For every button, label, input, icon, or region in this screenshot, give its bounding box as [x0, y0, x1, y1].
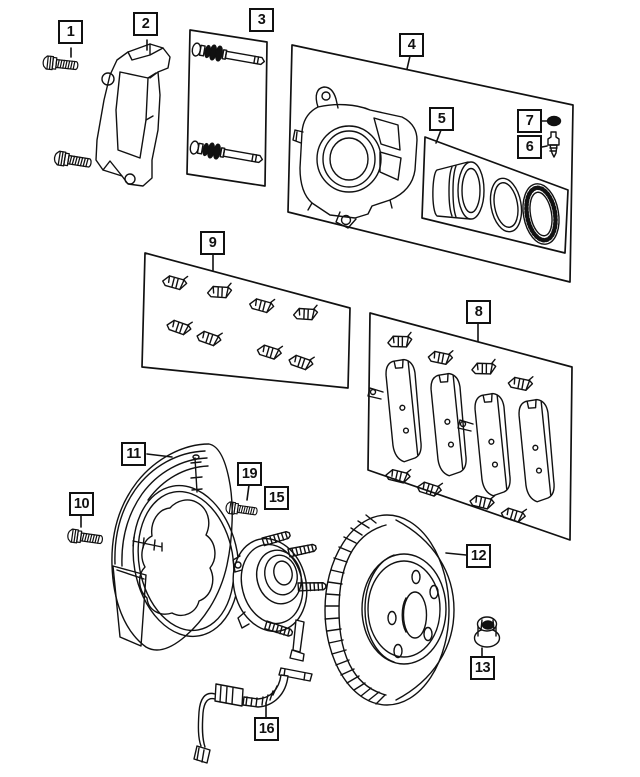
- callout-7[interactable]: 7: [517, 109, 542, 133]
- part-caliper-bolt-lower: [52, 150, 93, 171]
- panel-clip-kit: [141, 252, 351, 389]
- callout-6[interactable]: 6: [517, 135, 542, 159]
- part-hub-nut: [473, 616, 501, 648]
- part-hub-bearing: [232, 528, 327, 638]
- callout-2[interactable]: 2: [133, 12, 158, 36]
- part-abs-harness: [193, 619, 313, 764]
- callout-12[interactable]: 12: [466, 544, 491, 568]
- part-adapter-bracket: [95, 43, 171, 187]
- part-caliper-bolt-upper: [41, 55, 80, 73]
- part-rotor: [324, 514, 455, 706]
- part-shield-bolt: [66, 527, 104, 547]
- part-piston: [432, 161, 485, 220]
- callout-13[interactable]: 13: [470, 656, 495, 680]
- part-piston-boot: [522, 183, 560, 245]
- part-bleeder-cap: [546, 115, 562, 127]
- part-piston-seal: [489, 177, 523, 233]
- callout-1[interactable]: 1: [58, 20, 83, 44]
- callout-8[interactable]: 8: [466, 300, 491, 324]
- callout-19[interactable]: 19: [237, 462, 262, 486]
- callout-9[interactable]: 9: [200, 231, 225, 255]
- callout-15[interactable]: 15: [264, 486, 289, 510]
- callout-16[interactable]: 16: [254, 717, 279, 741]
- part-splash-shield: [111, 443, 240, 651]
- callout-leader-lines: [70, 39, 548, 718]
- part-brake-pads: [367, 331, 556, 524]
- callout-3[interactable]: 3: [249, 8, 274, 32]
- part-bleeder-screw: [547, 131, 560, 158]
- callout-4[interactable]: 4: [399, 33, 424, 57]
- panel-piston-kit: [421, 136, 569, 254]
- panel-brake-pads: [367, 312, 573, 541]
- callout-10[interactable]: 10: [69, 492, 94, 516]
- callout-5[interactable]: 5: [429, 107, 454, 131]
- part-caliper: [292, 86, 418, 229]
- callout-11[interactable]: 11: [121, 442, 146, 466]
